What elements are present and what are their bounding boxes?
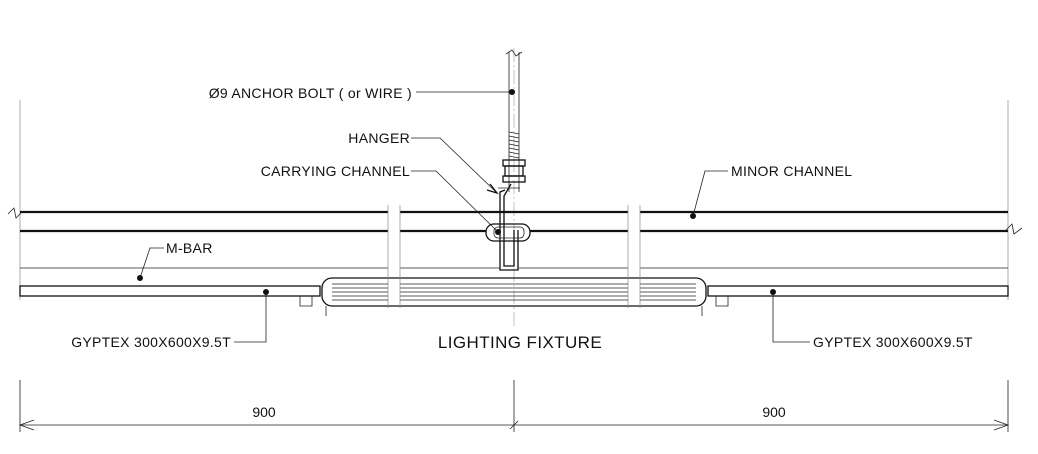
anchor-bolt — [502, 49, 526, 192]
leader-carrying-channel — [411, 170, 501, 235]
leader-hanger — [411, 137, 499, 195]
boundary-lines — [19, 100, 1009, 300]
gyptex-right-label: GYPTEX 300X600X9.5T — [813, 334, 973, 350]
leader-minor-channel — [690, 170, 728, 219]
minor-channel-label: MINOR CHANNEL — [731, 163, 852, 179]
section-break-gaps — [387, 205, 641, 308]
dimension-right-value: 900 — [762, 404, 786, 420]
leader-gyptex-left — [234, 289, 269, 343]
carrying-channel — [485, 223, 531, 242]
gyptex-board-right — [707, 285, 1009, 297]
leader-anchor-bolt — [416, 89, 515, 95]
leader-m-bar — [137, 247, 164, 281]
leader-gyptex-right — [770, 289, 810, 343]
dimension-left-value: 900 — [252, 404, 276, 420]
anchor-bolt-thread — [508, 131, 520, 159]
lighting-fixture — [299, 277, 729, 316]
carrying-channel-label: CARRYING CHANNEL — [261, 163, 410, 179]
hanger — [498, 183, 520, 271]
gyptex-left-label: GYPTEX 300X600X9.5T — [71, 334, 231, 350]
gyptex-board-left — [19, 285, 321, 297]
anchor-bolt-label: Ø9 ANCHOR BOLT ( or WIRE ) — [209, 85, 412, 101]
hanger-label: HANGER — [348, 130, 410, 146]
minor-channel — [7, 207, 1023, 235]
m-bar-label: M-BAR — [166, 240, 213, 256]
dimension-line — [18, 380, 1010, 432]
lighting-fixture-label: LIGHTING FIXTURE — [438, 333, 602, 352]
